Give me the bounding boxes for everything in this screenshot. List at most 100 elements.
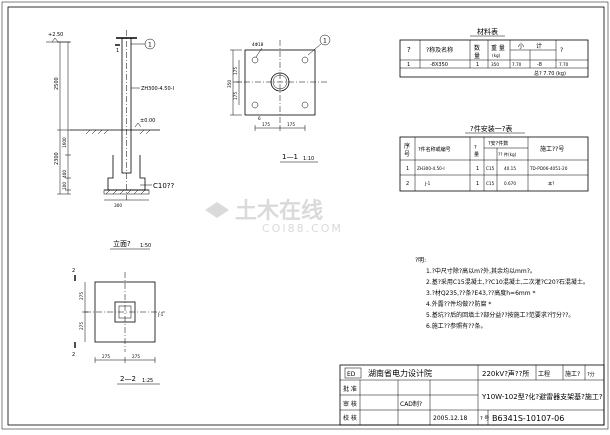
plan-caption: 2—2 [120, 375, 136, 383]
section-mark: 1 [116, 48, 119, 54]
callout-number: 1 [148, 42, 152, 49]
pole-label: ZH300-4.50-Ⅰ [141, 86, 174, 92]
plan-mark-bottom: 2 [72, 352, 75, 358]
mat-row-qty: 1 [476, 62, 479, 68]
parts-h-no2: 号 [404, 151, 410, 158]
elevation-scale: 1:50 [140, 243, 151, 249]
bolt-spec: 4Φ18 [252, 42, 264, 47]
role-approve: 批 准 [343, 385, 357, 393]
elevation-view: 2500 2300 1600 100 400 +2.50 ±0.00 ZH300… [46, 30, 175, 250]
parts-h-no: 序 [404, 142, 410, 150]
parts-r2-weight: 0.670 [504, 181, 516, 186]
mat-h-weight: 重 量 [491, 44, 505, 52]
dim-350: 350 [227, 80, 232, 88]
plan-side-label: J-1 [157, 312, 164, 317]
watermark: 土木在线 COI88.COM [205, 198, 343, 235]
parts-r1-grade: C15 [486, 166, 495, 171]
drawing-title: Y10W-102型?化?避雷器支架基?施工? [481, 392, 603, 401]
parts-r1-drawing: TD-PD06-4051-20 [529, 166, 568, 171]
drawing-number: B6341S-10107-06 [492, 414, 564, 423]
parts-h-weight: ?? 件(kg) [498, 151, 517, 158]
plan-dim-bottom-b: 275 [132, 354, 140, 359]
parts-h-qty2: 量 [474, 151, 479, 158]
mat-row-no: 1 [407, 62, 410, 68]
dim-100: 100 [62, 182, 67, 190]
mat-h-sub2: 计 [536, 42, 542, 50]
parts-r1-qty: 1 [476, 166, 479, 172]
parts-h-name: ?件名称或编号 [418, 146, 451, 153]
parts-h-drawing: 施工??号 [540, 145, 564, 153]
mat-h-qty2: 量 [474, 53, 480, 60]
plan-dim-bottom-a: 275 [102, 354, 110, 359]
parts-r2-drawing: 本? [548, 180, 554, 187]
elev-plus-label: +2.50 [48, 32, 63, 38]
plan-mark-top: 2 [72, 268, 75, 274]
note-5: 5.基坑??后的回填土?部分益??按施工?范要求?行分??。 [426, 311, 574, 319]
project-stage: 工程 [538, 370, 550, 378]
detail-scale: 1:10 [303, 156, 314, 162]
dim-2300: 2300 [54, 152, 60, 165]
notes-heading: ?明: [415, 257, 426, 264]
note-6: 6.施工??参照有??条。 [426, 322, 486, 330]
cad-drafter: CAD制? [400, 400, 422, 408]
mat-row-total: 7.70 [559, 62, 569, 67]
dim-2500: 2500 [54, 77, 60, 90]
project-name: 220kV?声??所 [482, 369, 529, 378]
parts-r2-grade: C15 [486, 181, 495, 186]
parts-r1-name: ZH300-4.50-Ⅰ [417, 166, 445, 171]
dim-175b: 175 [233, 92, 238, 100]
logo-glyph: ED [347, 371, 356, 378]
dim-1600: 1600 [62, 137, 67, 148]
mat-row-thick: -8 [537, 62, 542, 68]
mat-h-kg: (kg) [492, 53, 501, 58]
dim-400: 400 [62, 170, 67, 178]
title-block: ED 湖南省电力设计院 220kV?声??所 工程 施工? ?分 Y10W-10… [339, 364, 605, 426]
plan-2-2: 2 2 J-1 275 275 275 275 2—2 1:25 [72, 268, 165, 385]
mat-row-name: -8X350 [430, 62, 448, 68]
role-review: 审 核 [343, 400, 357, 408]
project-part: ?分 [587, 371, 595, 378]
plan-dim-left-b: 275 [79, 322, 84, 330]
mat-h-no: ? [407, 46, 411, 54]
mat-h-qty: 数 [474, 44, 480, 52]
mat-total: 总? 7.70 (kg) [534, 70, 566, 77]
parts-r2-name: J-1 [424, 181, 431, 186]
mat-row-weight: 7.70 [512, 62, 522, 67]
mat-h-sub: 小 [518, 42, 524, 50]
parts-r2-no: 2 [406, 181, 409, 187]
parts-r1-no: 1 [406, 166, 409, 172]
detail-callout [319, 34, 331, 46]
parts-h-count: ?安?件数 [488, 140, 508, 147]
plan-dim-left-a: 275 [79, 292, 84, 300]
parts-r1-weight: 40.15 [504, 166, 516, 171]
weld-mark: 6 [258, 116, 261, 121]
note-4: 4.外露??件均做??防腐 * [426, 300, 491, 308]
watermark-text: 土木在线 [235, 198, 323, 224]
detail-callout-number: 1 [323, 38, 327, 45]
company-logo [344, 367, 362, 379]
inner-frame [7, 6, 605, 426]
mat-h-note: ? [560, 47, 563, 54]
elevation-caption: 立面? [113, 239, 131, 248]
dim-300: 300 [114, 203, 122, 208]
notes-block: ?明: 1.?中尺寸除?高以m?外,其余均以mm?。 2.基?采用C15混凝土,… [415, 257, 589, 330]
watermark-sub: COI88.COM [262, 222, 343, 235]
parts-table: ?件安装一?表 序 号 ?件名称或编号 ? 量 ?安?件数 ?? 件(kg) 施… [399, 124, 589, 192]
detail-1-1: 4Φ18 350 175 175 175 175 6 1 1—1 1:10 [227, 34, 331, 163]
note-1: 1.?中尺寸除?高以m?外,其余均以mm?。 [426, 267, 536, 275]
mat-row-spec: 350 [491, 62, 499, 67]
parts-r2-qty: 1 [476, 181, 479, 187]
materials-title: 材料表 [477, 27, 498, 36]
parts-title: ?件安装一?表 [470, 124, 512, 133]
dim-bottom-175b: 175 [287, 122, 295, 127]
drawing-no-label: ? 号 [480, 416, 489, 422]
plan-scale: 1:25 [142, 378, 153, 384]
materials-table: 材料表 ? ?称及名称 数 量 重 量 (kg) 小 计 ? 1 -8X350 … [399, 27, 589, 78]
dim-175a: 175 [233, 67, 238, 75]
project-phase: 施工? [565, 370, 580, 378]
mat-h-name: ?称及名称 [426, 46, 453, 54]
dim-bottom-175a: 175 [262, 122, 270, 127]
note-3: 3.?材Q235,??条?E43,??高度h=6mm * [426, 289, 536, 297]
